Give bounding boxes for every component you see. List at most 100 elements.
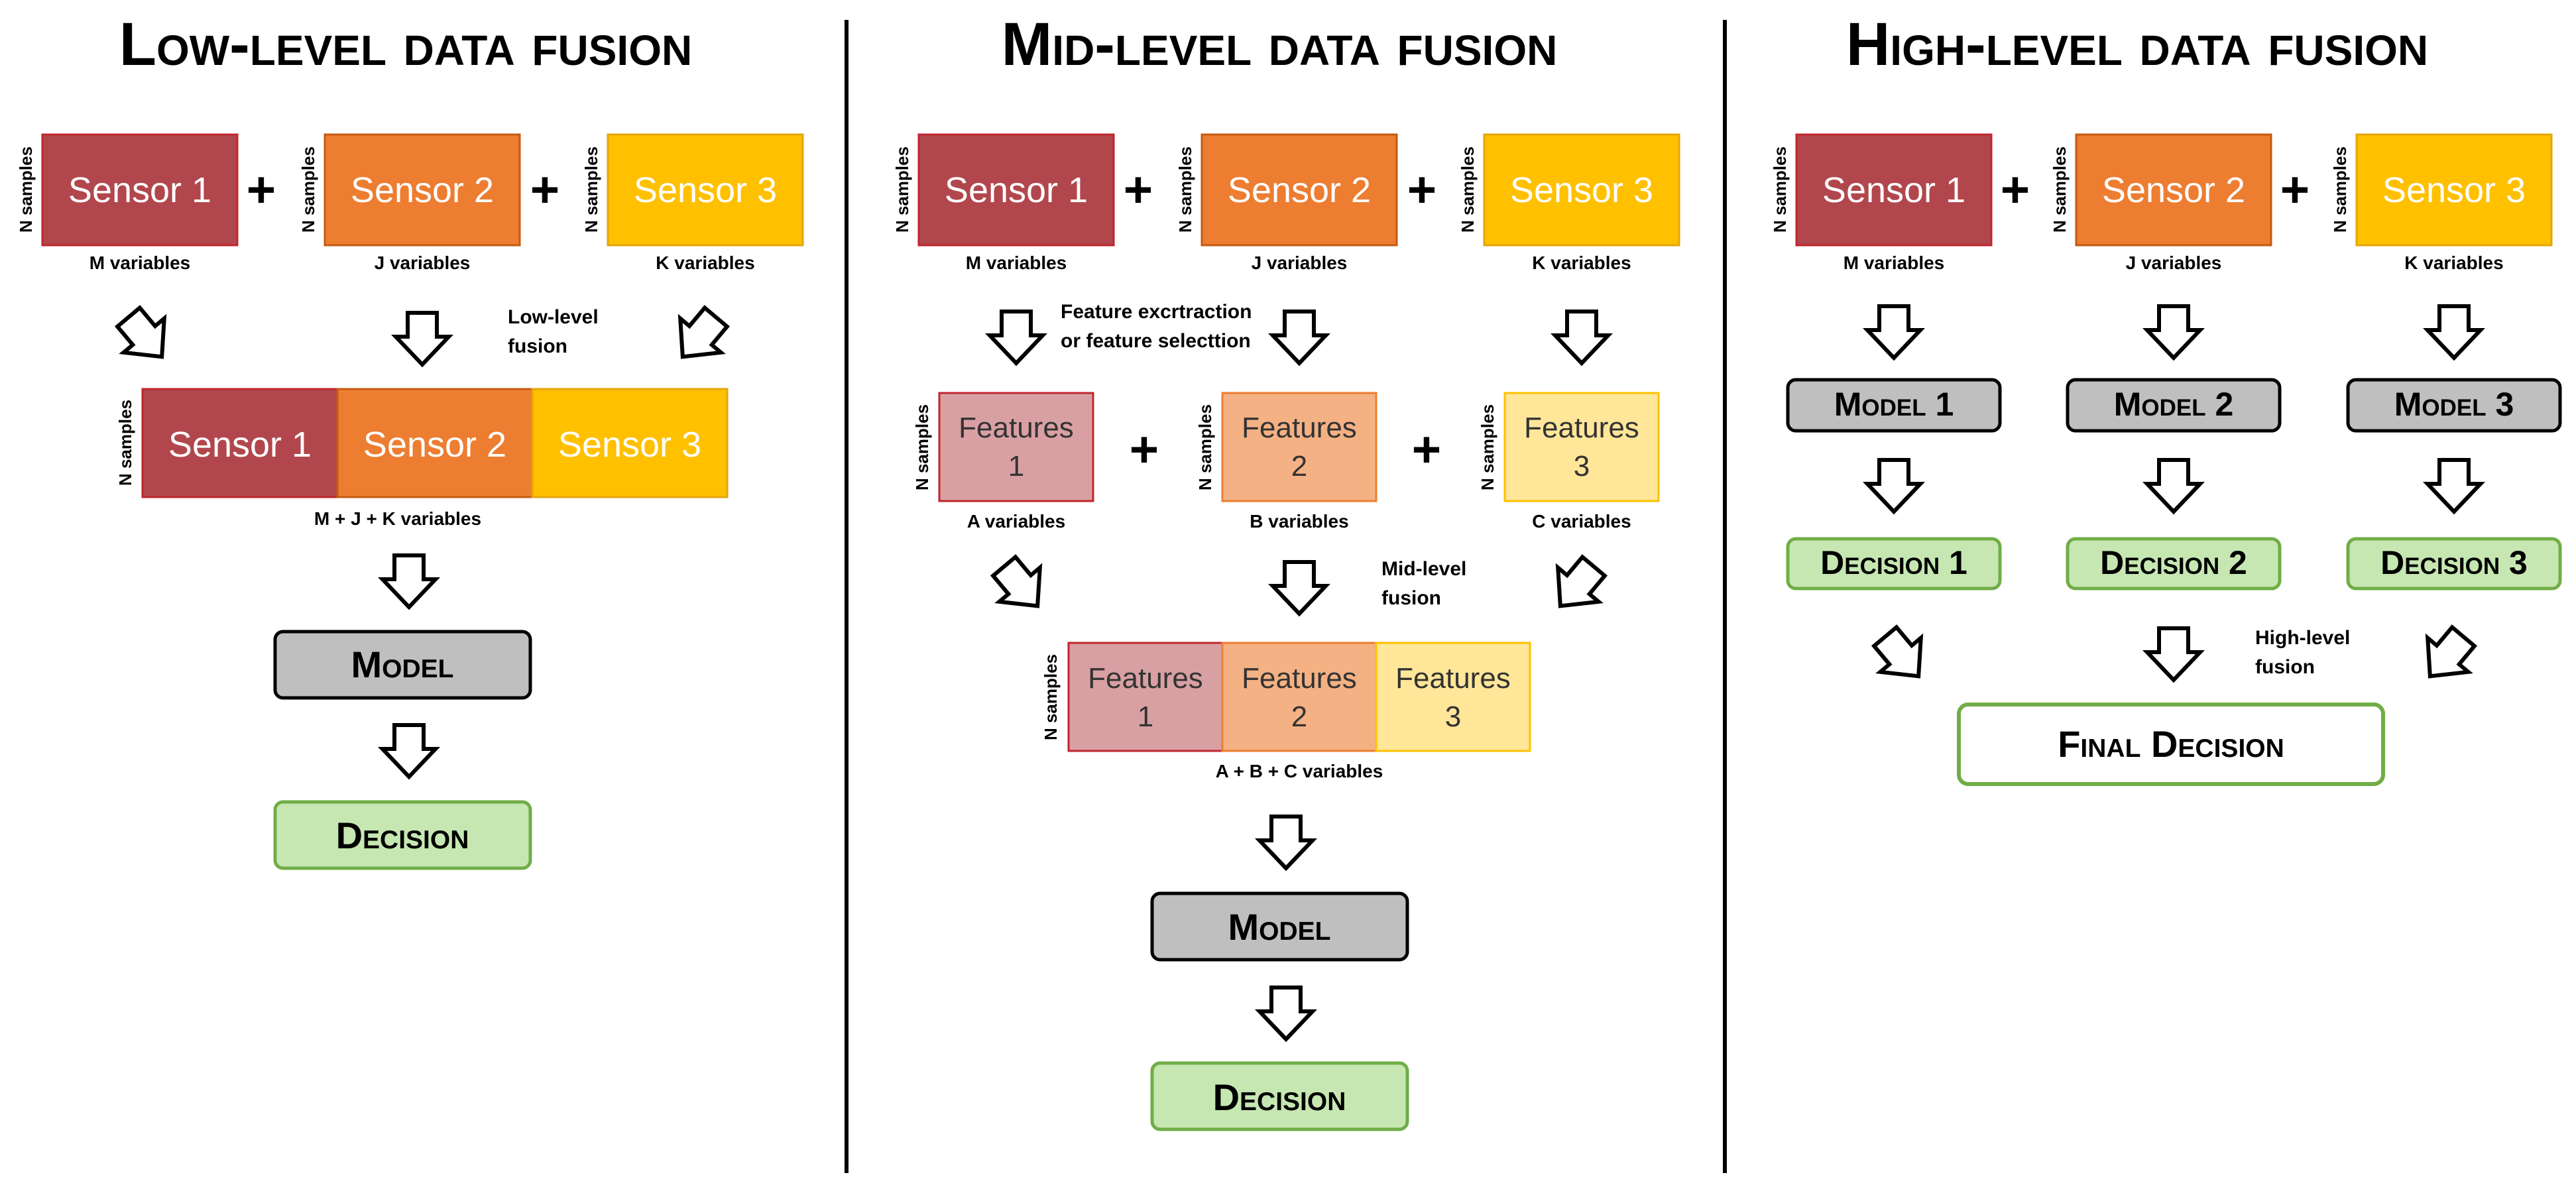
high-model-2-box (2066, 378, 2282, 433)
low-sensor-1-vars: M variables (89, 253, 191, 273)
mid-level-panel: Mid-level data fusion Sensor 1 N samples… (892, 11, 1680, 1131)
mid-decision-label: Decision (1213, 1076, 1346, 1118)
mid-features-2-n-samples: N samples (1195, 404, 1215, 490)
high-model-3-label: Model 3 (2394, 386, 2514, 423)
high-arrow-fuse-right-icon (2410, 620, 2483, 693)
mid-concat-vars: A + B + C variables (1216, 761, 1383, 781)
mid-decision-box (1150, 1061, 1409, 1131)
high-model-1-box (1786, 378, 2002, 433)
mid-features-2-word: Features (1242, 412, 1357, 444)
mid-arrow-fuse-right-icon (1540, 549, 1613, 623)
mid-sensor-3-label: Sensor 3 (1510, 170, 1653, 210)
mid-features-2-vars: B variables (1250, 511, 1348, 532)
mid-sensor-1-box (917, 133, 1115, 247)
mid-sensor-2-label: Sensor 2 (1228, 170, 1371, 210)
mid-concat-features-1 (1067, 642, 1224, 752)
low-arrow-right-icon (662, 300, 736, 374)
mid-features-3-vars: C variables (1532, 511, 1631, 532)
high-level-panel: High-level data fusion Sensor 1 N sample… (1770, 11, 2562, 786)
low-sensor-1-label: Sensor 1 (68, 170, 211, 210)
low-fusion-label-line2: fusion (508, 335, 567, 357)
mid-concat-n-samples: N samples (1041, 654, 1061, 740)
low-arrow-left-icon (108, 300, 182, 374)
low-sensor-2-vars: J variables (375, 253, 471, 273)
mid-sensor-3-box (1483, 133, 1680, 247)
low-sensor-2-n-samples: N samples (298, 146, 318, 233)
mid-features-3-n-samples: N samples (1478, 404, 1497, 490)
mid-level-title: Mid-level data fusion (1002, 11, 1558, 78)
high-sensor-1-vars: M variables (1844, 253, 1945, 273)
mid-extraction-label-line2: or feature selecttion (1061, 330, 1251, 352)
low-sensor-3-label: Sensor 3 (634, 170, 777, 210)
mid-sensor-2-n-samples: N samples (1175, 146, 1195, 233)
mid-features-3-num: 3 (1574, 450, 1590, 482)
mid-plus-2: + (1407, 162, 1436, 218)
mid-features-1-n-samples: N samples (912, 404, 932, 490)
mid-concat-features-3 (1375, 642, 1531, 752)
mid-feat-plus-2: + (1412, 422, 1441, 478)
low-level-panel: Low-level data fusion Sensor 1 N samples… (16, 11, 804, 870)
mid-arrow-fuse-left-icon (984, 549, 1057, 623)
low-concat-vars: M + J + K variables (314, 508, 481, 529)
mid-plus-1: + (1124, 162, 1153, 218)
mid-features-1-word: Features (959, 412, 1074, 444)
mid-sensor-2-box (1200, 133, 1398, 247)
mid-features-3-word: Features (1524, 412, 1639, 444)
mid-concat-features-3-word: Features (1395, 662, 1511, 695)
high-arrow-to-decision-3-icon (2428, 460, 2481, 512)
low-model-label: Model (351, 644, 454, 685)
low-sensor-3-box (607, 133, 804, 247)
high-decision-1-label: Decision 1 (1820, 544, 1967, 581)
mid-features-1-vars: A variables (967, 511, 1065, 532)
mid-arrow-extract-1-icon (990, 311, 1043, 363)
high-sensor-3-label: Sensor 3 (2382, 170, 2526, 210)
high-decision-1-box (1786, 537, 2002, 591)
high-sensor-3-box (2355, 133, 2553, 247)
high-level-title: High-level data fusion (1846, 11, 2428, 78)
low-arrow-to-decision-icon (382, 725, 436, 777)
mid-concat-features-1-num: 1 (1138, 701, 1153, 733)
low-concat-sensor-3 (531, 388, 729, 498)
high-sensor-2-vars: J variables (2126, 253, 2222, 273)
high-decision-2-label: Decision 2 (2100, 544, 2247, 581)
high-final-decision-box (1957, 703, 2385, 786)
low-concat-sensor-1 (141, 388, 339, 498)
high-model-1-label: Model 1 (1834, 386, 1954, 423)
mid-concat-features-2-num: 2 (1291, 701, 1307, 733)
high-model-3-box (2346, 378, 2562, 433)
mid-features-2-num: 2 (1291, 450, 1307, 482)
low-concat-sensor-2-label: Sensor 2 (363, 425, 506, 465)
high-decision-3-box (2346, 537, 2562, 591)
mid-sensor-3-vars: K variables (1532, 253, 1631, 273)
mid-fusion-label-line2: fusion (1381, 587, 1441, 609)
low-plus-2: + (530, 162, 559, 218)
high-arrow-to-model-3-icon (2428, 306, 2481, 358)
high-arrow-fuse-center-icon (2147, 628, 2200, 680)
low-sensor-2-box (323, 133, 521, 247)
mid-feat-plus-1: + (1130, 422, 1159, 478)
low-fusion-label-line1: Low-level (508, 306, 599, 328)
low-concat-sensor-3-label: Sensor 3 (558, 425, 701, 465)
mid-model-box (1150, 891, 1409, 962)
mid-concat-features-2-word: Features (1242, 662, 1357, 695)
low-sensor-3-vars: K variables (656, 253, 754, 273)
high-sensor-2-n-samples: N samples (2050, 146, 2070, 233)
mid-fusion-label-line1: Mid-level (1381, 558, 1466, 580)
mid-features-1-box (938, 392, 1094, 502)
low-model-box (273, 630, 532, 700)
low-plus-1: + (247, 162, 276, 218)
high-sensor-1-box (1795, 133, 1993, 247)
mid-concat-features-2 (1221, 642, 1377, 752)
low-sensor-1-box (41, 133, 239, 247)
mid-arrow-fuse-center-icon (1273, 562, 1326, 614)
high-fusion-label-line2: fusion (2255, 656, 2315, 678)
low-concat-sensor-1-label: Sensor 1 (168, 425, 312, 465)
high-plus-2: + (2280, 162, 2310, 218)
mid-features-3-box (1503, 392, 1660, 502)
high-sensor-3-n-samples: N samples (2330, 146, 2350, 233)
high-decision-2-box (2066, 537, 2282, 591)
mid-sensor-3-n-samples: N samples (1458, 146, 1478, 233)
mid-extraction-label-line1: Feature excrtraction (1061, 301, 1252, 323)
high-arrow-to-model-2-icon (2147, 306, 2200, 358)
